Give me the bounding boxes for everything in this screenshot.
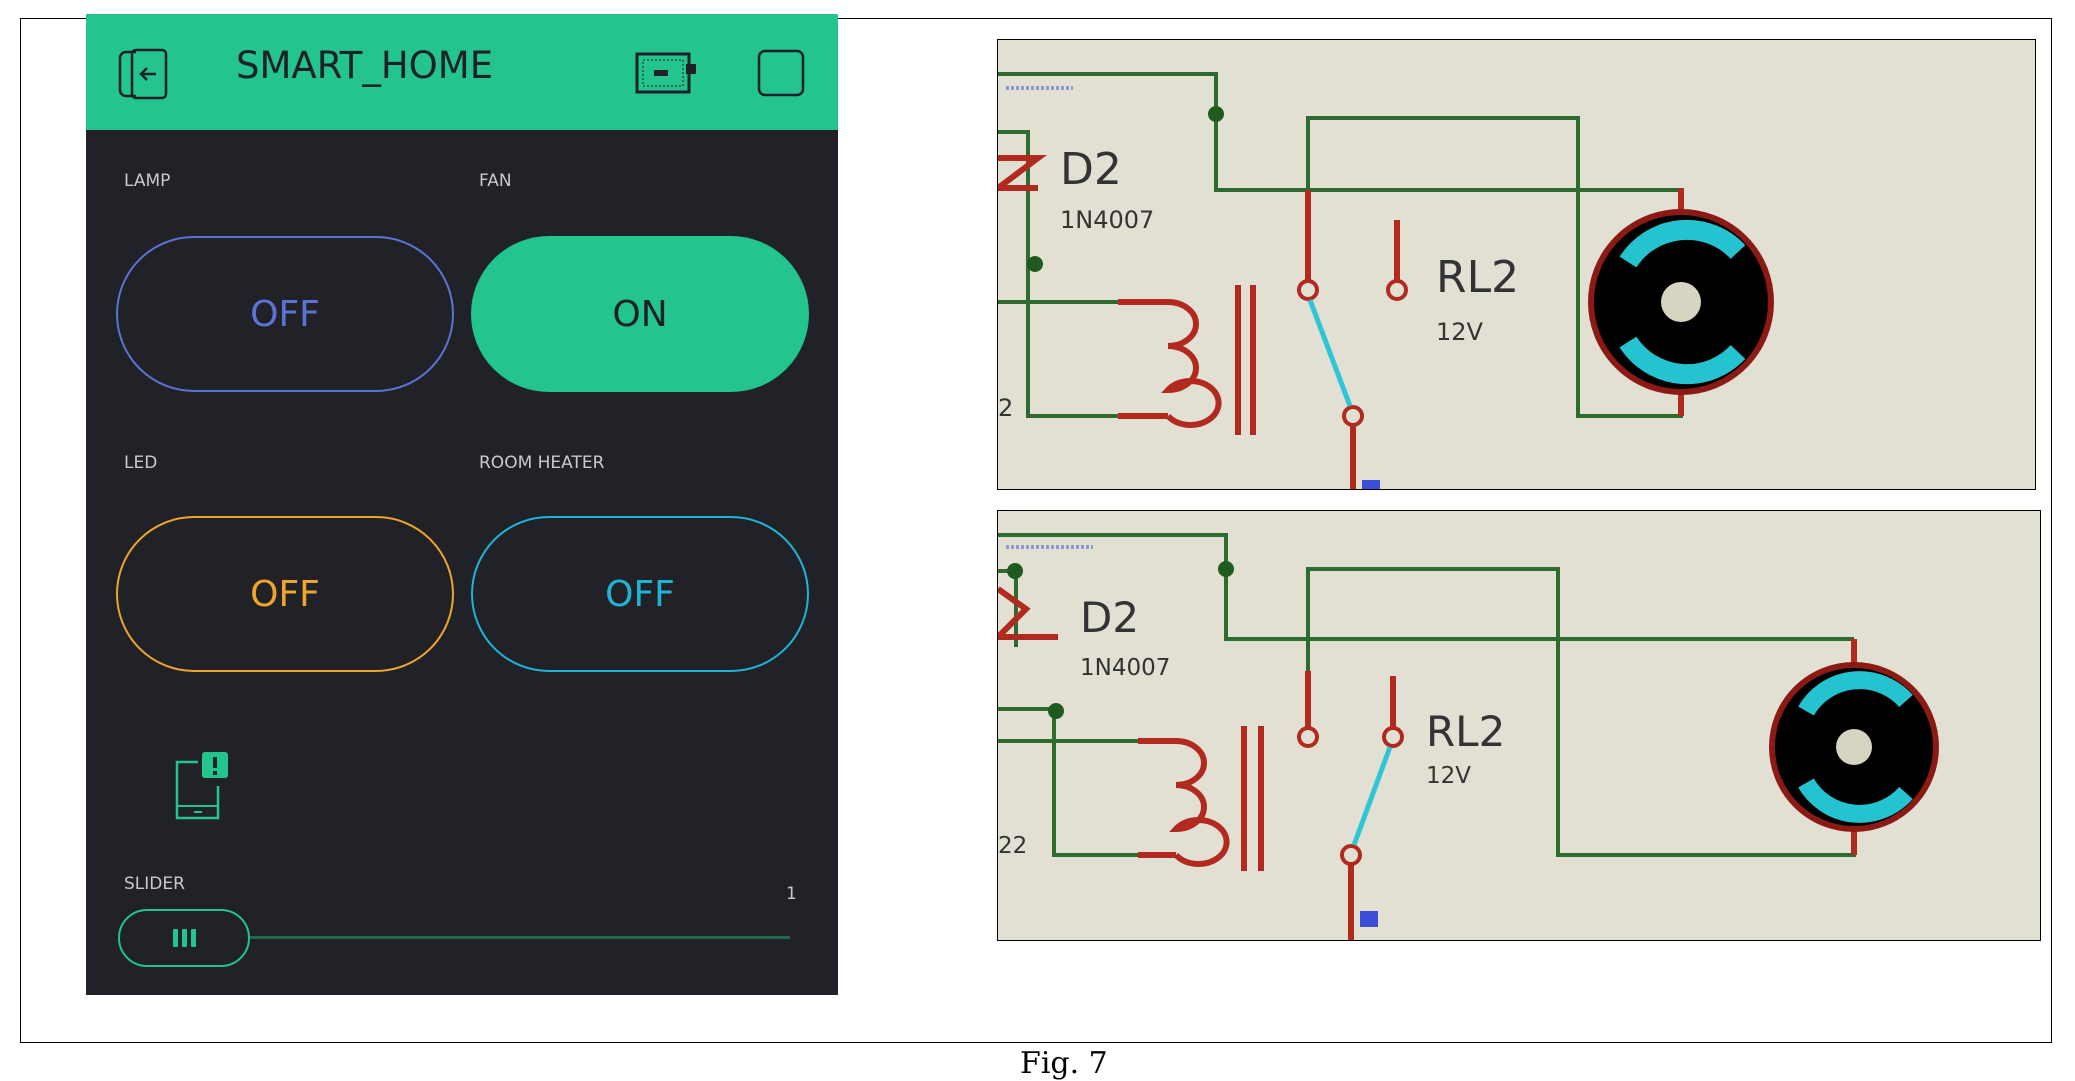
figure-frame — [20, 18, 2052, 1043]
partial-label: 2 — [998, 394, 1014, 422]
exit-icon[interactable] — [116, 48, 172, 100]
relay-label: RL2 — [1436, 252, 1520, 303]
slider-value: 1 — [786, 884, 797, 904]
relay-voltage-label: 12V — [1436, 318, 1483, 346]
slider-track[interactable] — [206, 936, 790, 939]
lamp-label: LAMP — [124, 171, 171, 191]
diode-label: D2 — [1080, 593, 1140, 642]
relay-voltage-label: 12V — [1426, 763, 1472, 789]
fan-toggle-button[interactable]: ON — [471, 236, 809, 392]
partial-label: 22 — [998, 833, 1028, 859]
phone-notification-icon[interactable] — [172, 750, 230, 820]
room-heater-label: ROOM HEATER — [479, 453, 605, 473]
relay-circuit-top: D2 1N4007 RL2 12V 2 — [997, 39, 2036, 490]
grip-icon — [172, 929, 196, 947]
device-icon[interactable] — [634, 48, 700, 100]
led-toggle-button[interactable]: OFF — [116, 516, 454, 672]
phone-screen: SMART_HOME LAMP FAN OFF ON LED ROOM HEAT… — [86, 14, 838, 995]
figure-caption: Fig. 7 — [1020, 1046, 1108, 1081]
diode-part-label: 1N4007 — [1080, 655, 1171, 681]
slider-thumb[interactable] — [118, 909, 250, 967]
diode-label: D2 — [1060, 144, 1122, 195]
relay-label: RL2 — [1426, 707, 1506, 756]
relay-circuit-bottom: D2 1N4007 RL2 12V 22 — [997, 510, 2041, 941]
fan-label: FAN — [479, 171, 512, 191]
diode-part-label: 1N4007 — [1060, 206, 1155, 234]
lamp-toggle-button[interactable]: OFF — [116, 236, 454, 392]
slider-label: SLIDER — [124, 874, 185, 894]
square-icon[interactable] — [756, 48, 806, 98]
app-header: SMART_HOME — [86, 14, 838, 130]
room-heater-toggle-button[interactable]: OFF — [471, 516, 809, 672]
led-label: LED — [124, 453, 158, 473]
app-title: SMART_HOME — [236, 44, 494, 87]
